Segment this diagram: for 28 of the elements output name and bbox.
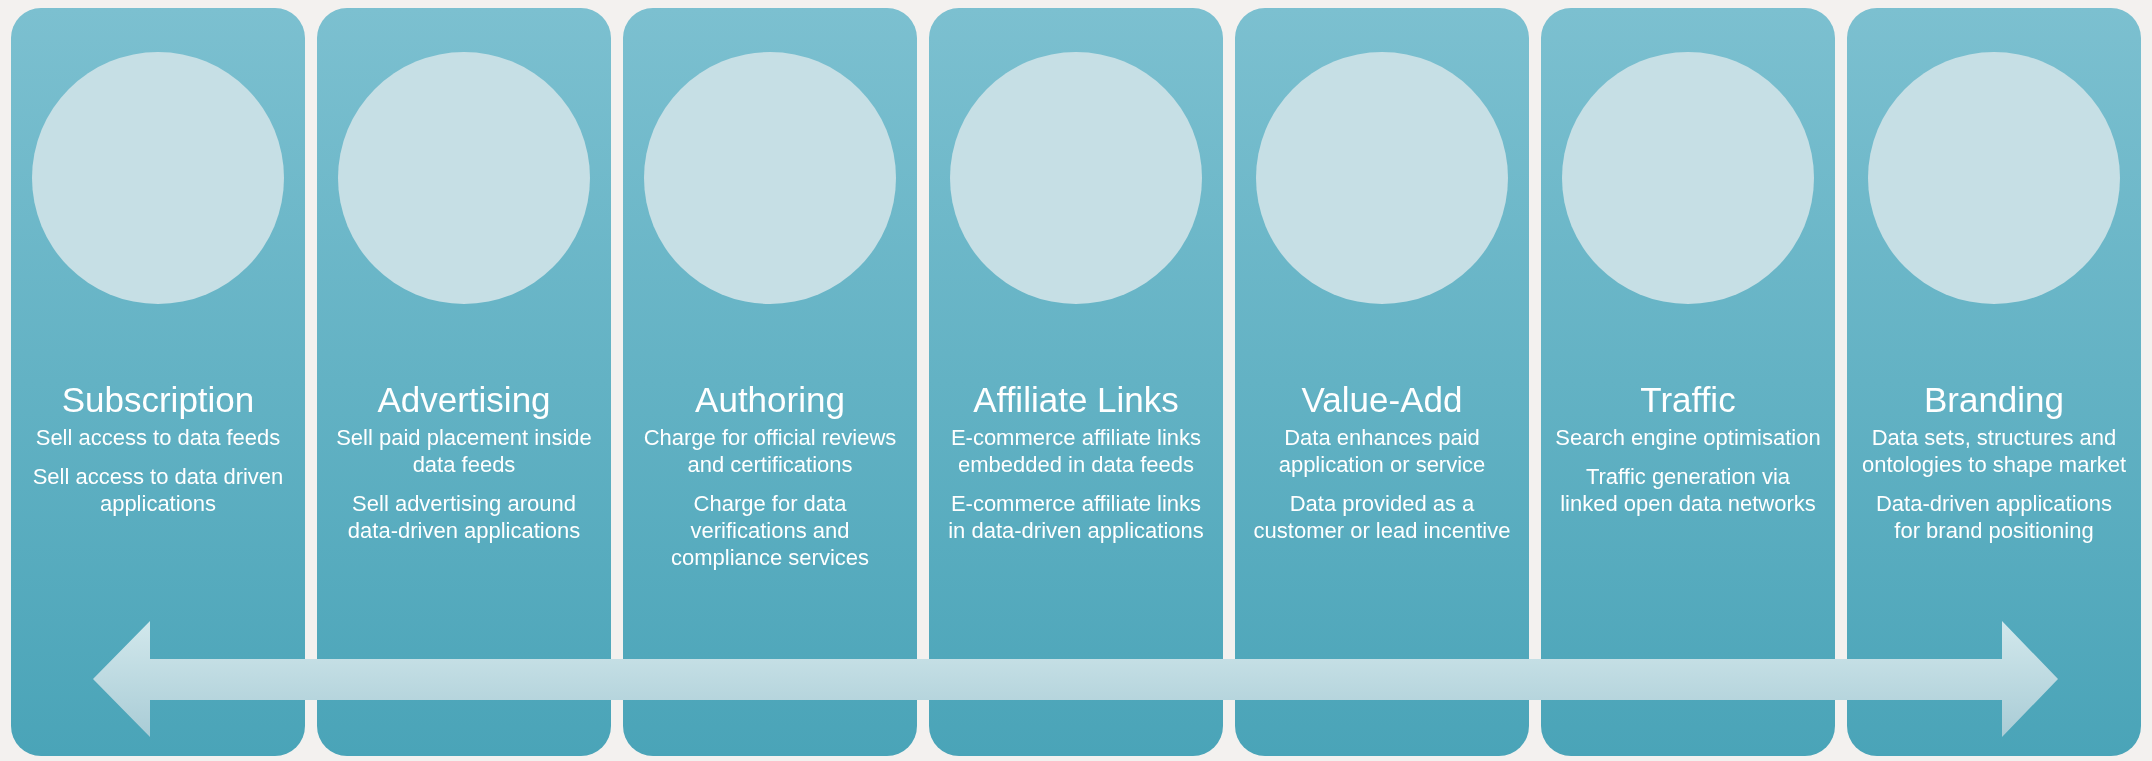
description-text: Sell access to data driven applications [31, 463, 285, 517]
description-text: Sell advertising around data-driven applications [346, 490, 582, 544]
column-title: Authoring [694, 380, 846, 420]
description-text: Data enhances paid application or service [1277, 424, 1487, 478]
column-title: Traffic [1639, 380, 1737, 420]
column-title: Affiliate Links [972, 380, 1180, 420]
column-panel [1847, 8, 2141, 756]
column-panel [929, 8, 1223, 756]
column-panel [1541, 8, 1835, 756]
column-panel [11, 8, 305, 756]
column-panel [317, 8, 611, 756]
description-text: E-commerce affiliate links embedded in data feeds [949, 424, 1203, 478]
description-text: Search engine optimisation [1555, 424, 1821, 451]
description-text: Traffic generation via linked open data networks [1559, 463, 1817, 517]
column-title: Branding [1922, 380, 2066, 420]
column-title: Value-Add [1300, 380, 1464, 420]
description-text: Data sets, structures and ontologies to shape market [1861, 424, 2127, 478]
description-text: Charge for official reviews and certifications [642, 424, 898, 478]
description-text: Data provided as a customer or lead incentive [1252, 490, 1512, 544]
column-panel [1235, 8, 1529, 756]
column-title: Subscription [60, 380, 256, 420]
description-text: E-commerce affiliate links in data-driven applications [947, 490, 1205, 544]
column-panel [623, 8, 917, 756]
description-text: Charge for data verifications and compliance services [669, 490, 871, 571]
description-text: Data-driven applications for brand positioning [1875, 490, 2113, 544]
column-title: Advertising [376, 380, 552, 420]
description-text: Sell paid placement inside data feeds [335, 424, 593, 478]
description-text: Sell access to data feeds [34, 424, 282, 451]
